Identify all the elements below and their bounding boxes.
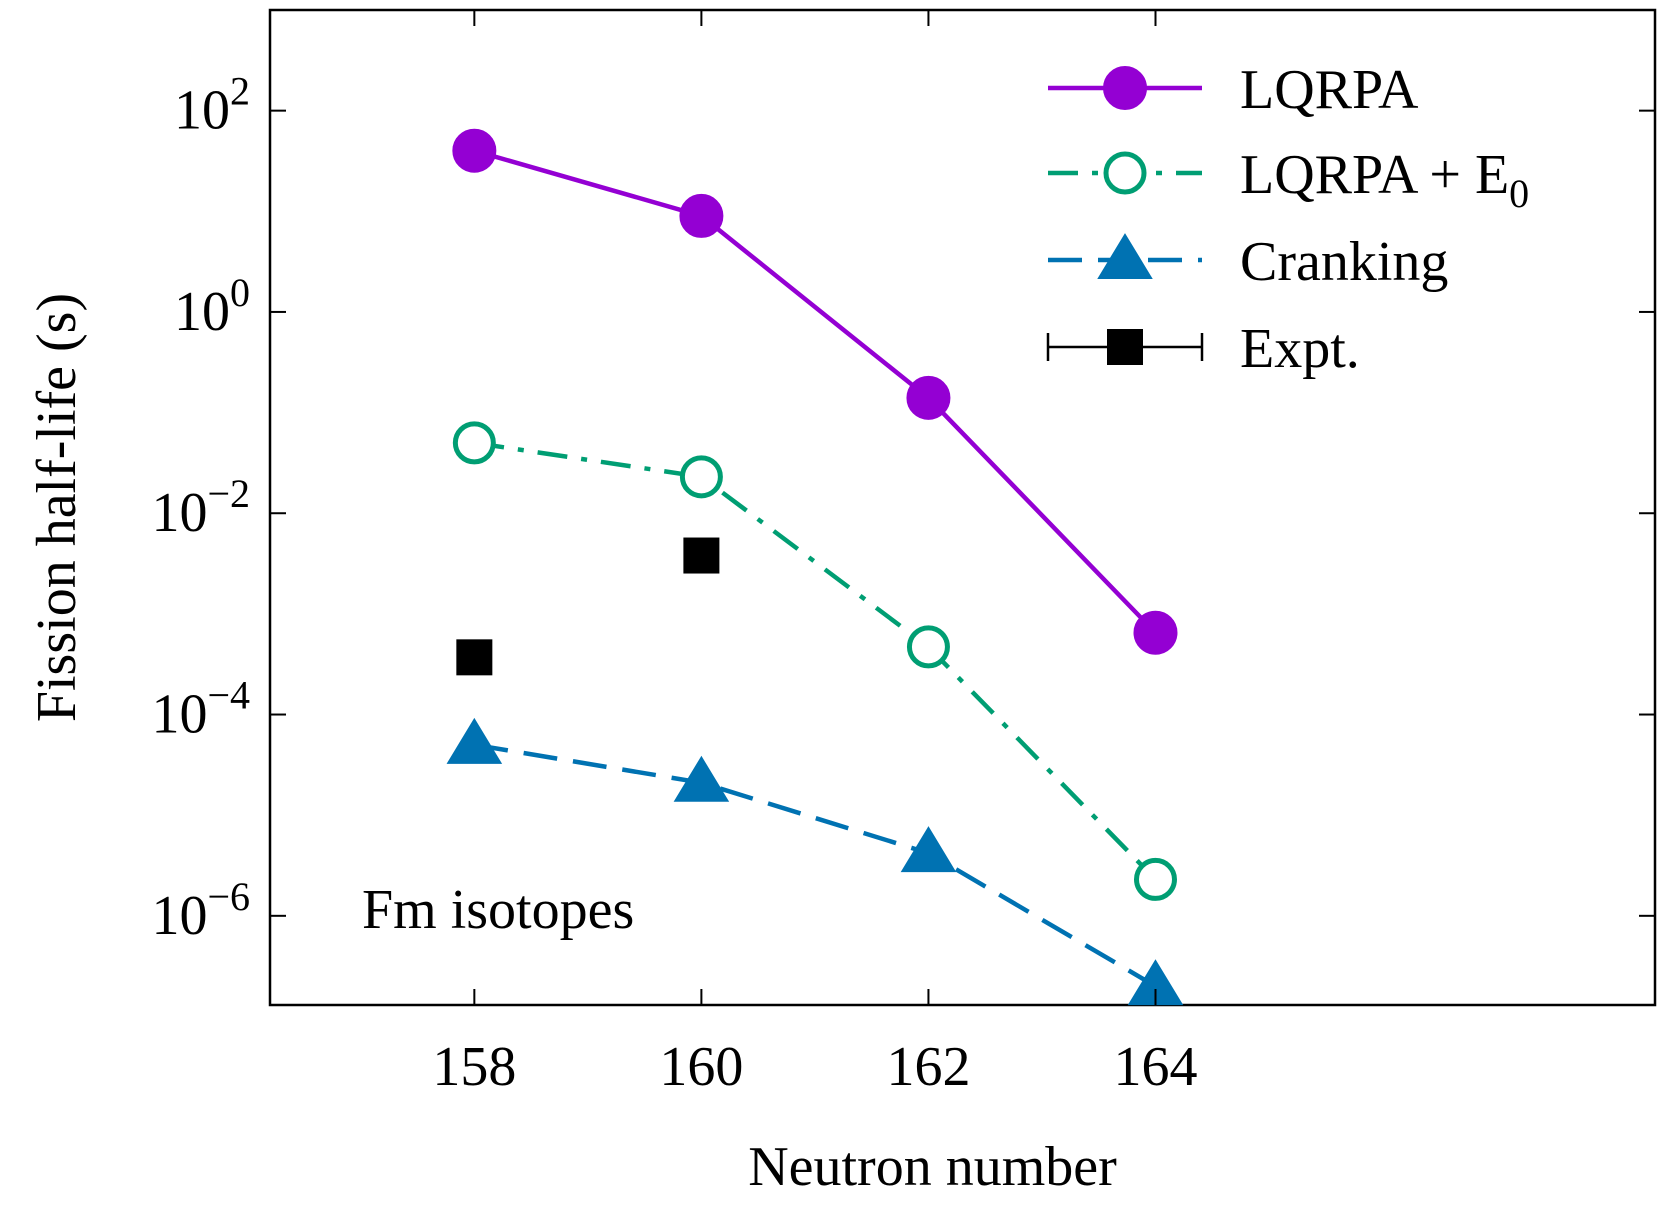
lqrpa-point — [452, 128, 497, 173]
lqrpa-e0-point — [1133, 857, 1177, 901]
expt-point — [456, 639, 493, 676]
legend-label-lqrpa: LQRPA — [1240, 59, 1419, 121]
annotation-text: Fm isotopes — [362, 879, 634, 941]
legend-name: LQRPA + E — [1240, 144, 1509, 206]
lqrpa-e0-point — [452, 421, 496, 465]
x-tick-label: 160 — [659, 1036, 743, 1098]
legend-marker-lqrpa — [1103, 66, 1147, 110]
lqrpa-e0-point — [906, 625, 950, 669]
y-tick-base: 10 — [174, 80, 230, 142]
y-tick-label: 10−6 — [151, 874, 250, 947]
lqrpa-line — [473, 148, 1158, 635]
x-tick-label: 158 — [432, 1036, 516, 1098]
legend-label-lqrpa-e0: LQRPA + E0 — [1240, 144, 1529, 216]
legend-label-cranking: Cranking — [1240, 231, 1448, 293]
y-tick-label: 100 — [174, 270, 250, 343]
legend-name: Expt. — [1240, 318, 1360, 380]
legend-subscript: 0 — [1509, 171, 1529, 216]
cranking-point — [900, 826, 957, 873]
legend-name: LQRPA — [1240, 59, 1419, 121]
y-tick-label: 10−4 — [151, 673, 250, 746]
y-tick-exponent: 2 — [230, 69, 250, 114]
y-tick-base: 10 — [151, 482, 207, 544]
legend-marker-expt — [1107, 329, 1143, 365]
plot-frame — [268, 8, 1657, 1007]
expt-point — [683, 537, 720, 574]
lqrpa-point — [679, 193, 724, 238]
legend-label-expt: Expt. — [1240, 318, 1360, 380]
cranking-point — [673, 755, 730, 802]
lqrpa-point — [1133, 610, 1178, 655]
y-tick-label: 102 — [174, 69, 250, 142]
y-axis-title: Fission half-life (s) — [26, 293, 88, 722]
legend-marker-cranking — [1097, 233, 1153, 279]
y-tick-exponent: −4 — [207, 673, 250, 718]
y-tick-exponent: 0 — [230, 270, 250, 315]
y-tick-base: 10 — [151, 885, 207, 947]
y-tick-label: 10−2 — [151, 471, 250, 544]
lqrpa-e0-point — [679, 455, 723, 499]
legend-marker-lqrpa-e0 — [1103, 151, 1147, 195]
lqrpa-point — [906, 375, 951, 420]
x-axis-title: Neutron number — [748, 1136, 1117, 1198]
legend-name: Cranking — [1240, 231, 1448, 293]
cranking-line — [473, 742, 1157, 989]
x-tick-label: 162 — [886, 1036, 970, 1098]
y-tick-base: 10 — [151, 684, 207, 746]
y-tick-base: 10 — [174, 281, 230, 343]
y-tick-exponent: −2 — [207, 471, 250, 516]
lqrpa-e0-line — [473, 440, 1158, 881]
y-tick-exponent: −6 — [207, 874, 250, 919]
x-tick-label: 164 — [1113, 1036, 1197, 1098]
cranking-point — [446, 717, 503, 764]
